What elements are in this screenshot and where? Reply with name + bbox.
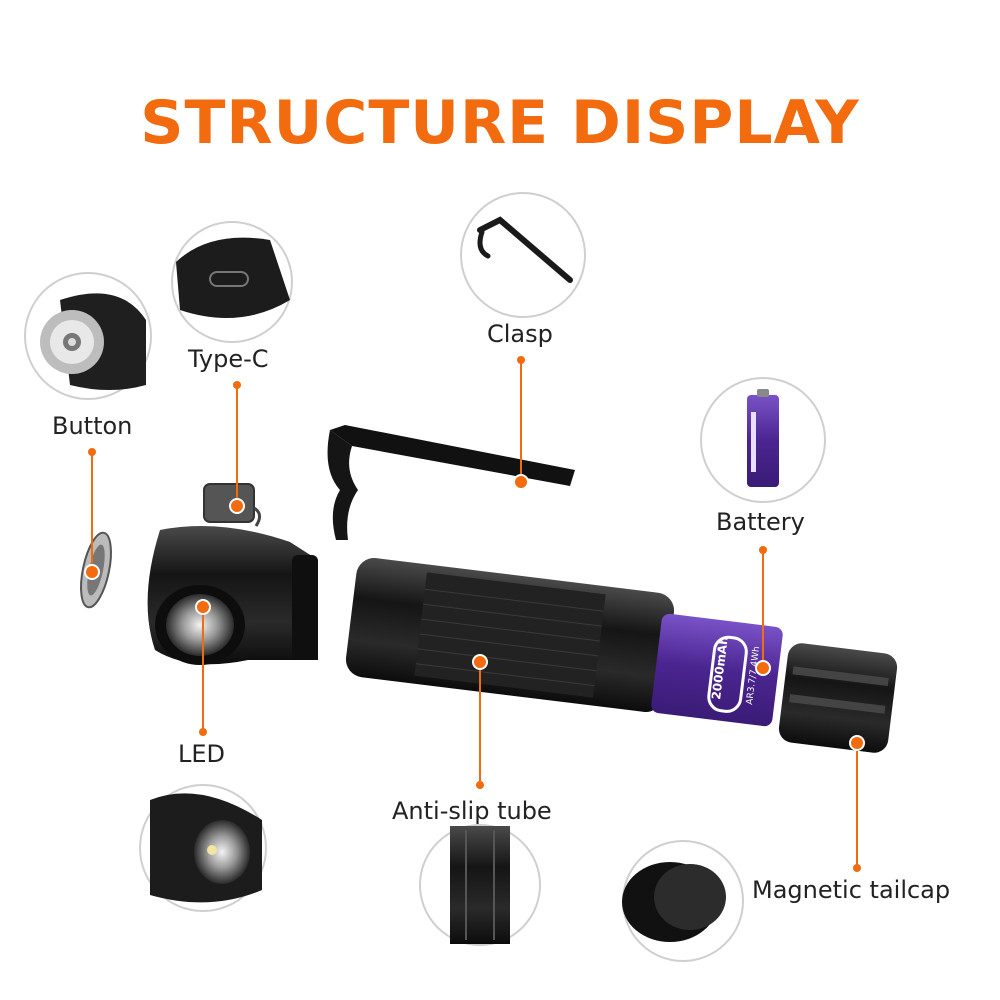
type-c-detail-circle xyxy=(171,221,293,343)
battery-part xyxy=(651,613,783,727)
label-button: Button xyxy=(52,412,133,440)
clasp-detail-circle xyxy=(460,192,586,318)
anti-slip-tube-detail-circle xyxy=(419,824,541,946)
label-battery: Battery xyxy=(716,508,805,536)
head-part xyxy=(147,526,318,665)
label-clasp: Clasp xyxy=(487,320,553,348)
label-magnetic-tailcap: Magnetic tailcap xyxy=(752,876,951,904)
label-led: LED xyxy=(178,740,226,768)
clasp-part xyxy=(327,425,575,540)
page-title: STRUCTURE DISPLAY xyxy=(140,88,860,158)
tailcap-part xyxy=(778,643,898,753)
label-anti-slip-tube: Anti-slip tube xyxy=(392,797,552,825)
button-detail-circle xyxy=(24,272,152,400)
anti-slip-tube-part xyxy=(345,558,675,712)
label-type-c: Type-C xyxy=(188,345,269,373)
battery-detail-circle xyxy=(700,377,826,503)
tailcap-detail-circle xyxy=(622,840,744,962)
callout-lines xyxy=(91,360,858,868)
led-detail-circle xyxy=(139,784,267,912)
callout-dots xyxy=(84,356,865,872)
